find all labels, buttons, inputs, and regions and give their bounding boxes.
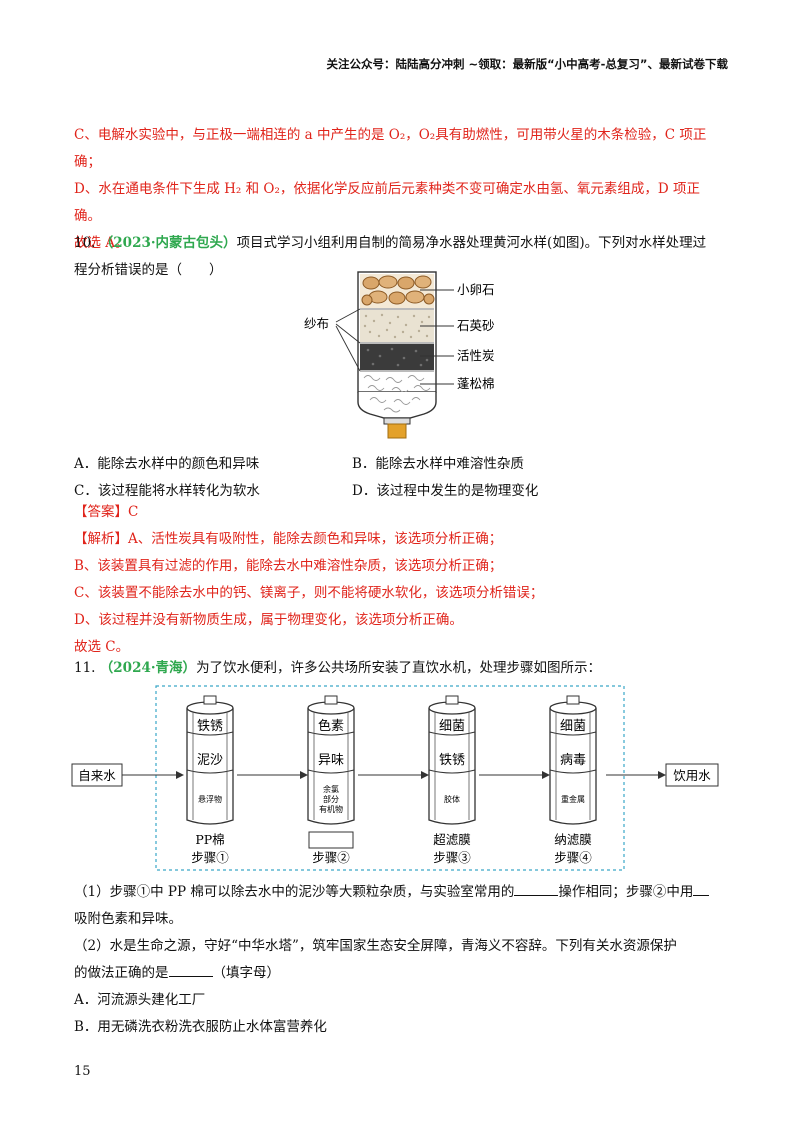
option-c: C．该过程能将水样转化为软水	[74, 483, 260, 499]
label-activated-carbon: 活性炭	[457, 348, 495, 363]
step-label: 步骤②	[312, 850, 350, 865]
cartridge-mid-label: 病毒	[560, 753, 586, 768]
question-10-stem: 10. （2023·内蒙古包头）项目式学习小组利用自制的简易净水器处理黄河水样(…	[74, 230, 734, 284]
question-stem: 为了饮水便利，许多公共场所安装了直饮水机，处理步骤如图所示：	[196, 660, 602, 676]
cartridge-bottom-label: 悬浮物	[198, 794, 222, 804]
analysis-d: D、该过程并没有新物质生成，属于物理变化，该选项分析正确。	[74, 612, 463, 628]
answer-blank-3[interactable]	[168, 963, 213, 977]
label-gauze: 纱布	[304, 316, 329, 331]
page-number: 15	[74, 1064, 91, 1079]
water-purifier-figure: 纱布 小卵石 石英砂 活性炭 蓬松棉	[304, 271, 495, 439]
question-10-analysis: 【答案】C 【解析】A、活性炭具有吸附性，能除去颜色和异味，该选项分析正确； B…	[74, 499, 734, 661]
option-a: A．能除去水样中的颜色和异味	[74, 456, 260, 472]
sub2-part-c: （填字母）	[212, 965, 281, 981]
analysis-tag: 【解析】	[74, 531, 128, 547]
sub1-part-b: 操作相同；步骤②中用	[558, 884, 694, 900]
step-label: 步骤④	[554, 850, 592, 865]
analysis-d-line1: D、水在通电条件下生成 H₂ 和 O₂，依据化学反应前后元素种类不变可确定水由氢…	[74, 181, 700, 197]
activated-carbon-layer	[360, 344, 434, 370]
question-stem-line2: 程分析错误的是（ ）	[74, 262, 223, 278]
page-header: 关注公众号：陆陆高分冲刺 ~领取：最新版“小中高考-总复习”、最新试卷下载	[326, 57, 728, 71]
cartridge-mid-label: 铁锈	[439, 753, 465, 768]
cartridge-top-label: 细菌	[560, 719, 586, 734]
sub2-option-a: A．河流源头建化工厂	[74, 992, 206, 1008]
analysis-c-line2: 确；	[74, 154, 101, 170]
option-d: D．该过程中发生的是物理变化	[352, 483, 539, 499]
cartridge-mid-label: 泥沙	[197, 753, 223, 768]
cotton-layer	[363, 375, 431, 393]
cartridge-bottom-label: 余氯	[323, 784, 339, 794]
question-source: （2023·内蒙古包头）	[99, 235, 237, 251]
analysis-b: B、该装置具有过滤的作用，能除去水中难溶性杂质，该选项分析正确；	[74, 558, 503, 574]
option-b: B．能除去水样中难溶性杂质	[352, 456, 524, 472]
answer-blank-1[interactable]	[514, 882, 559, 896]
question-number: 10.	[74, 235, 96, 251]
outlet-valve	[387, 423, 407, 439]
step-label: 步骤③	[433, 850, 471, 865]
analysis-a: A、活性炭具有吸附性，能除去颜色和异味，该选项分析正确；	[128, 531, 503, 547]
question-stem-line1: 项目式学习小组利用自制的简易净水器处理黄河水样(如图)。下列对水样处理过	[236, 235, 707, 251]
sub2-part-b: 的做法正确的是	[74, 965, 169, 981]
cartridge-mid-label: 异味	[318, 753, 344, 768]
label-quartz-sand: 石英砂	[457, 318, 495, 333]
label-pebbles: 小卵石	[457, 282, 495, 297]
sub1-part-c: 吸附色素和异味。	[74, 911, 182, 927]
cartridge-name: 纳滤膜	[554, 832, 592, 847]
cartridge-top-label: 色素	[318, 718, 344, 734]
flow-arrowhead	[421, 771, 429, 779]
output-label: 饮用水	[673, 768, 711, 783]
pebble-layer	[360, 274, 435, 308]
conclusion: 故选 A。	[74, 235, 129, 251]
cartridge-name: PP棉	[195, 832, 224, 847]
question-11-stem: 11. （2024·青海）为了饮水便利，许多公共场所安装了直饮水机，处理步骤如图…	[74, 655, 734, 682]
flow-arrowhead	[542, 771, 550, 779]
conclusion: 故选 C。	[74, 639, 130, 655]
sub2-part-a: （2）水是生命之源，守好“中华水塔”，筑牢国家生态安全屏障，青海义不容辞。下列有…	[74, 938, 677, 954]
question-number: 11.	[74, 660, 96, 676]
sub1-part-a: （1）步骤①中 PP 棉可以除去水中的泥沙等大颗粒杂质，与实验室常用的	[74, 884, 515, 900]
cartridge-name: 超滤膜	[433, 832, 471, 847]
purification-flow-figure: 自来水 饮用水 铁锈泥沙悬浮物PP棉步骤①色素异味余氯部分有机物步骤②细菌铁锈胶…	[71, 685, 719, 871]
cartridge-top-label: 铁锈	[197, 719, 223, 734]
analysis-d-line2: 确。	[74, 208, 101, 224]
cartridge-top-label: 细菌	[439, 719, 465, 734]
cartridge-bottom-label: 有机物	[319, 804, 343, 814]
step-label: 步骤①	[191, 850, 229, 865]
answer-box	[308, 831, 354, 849]
previous-analysis: C、电解水实验中，与正极一端相连的 a 中产生的是 O₂，O₂具有助燃性，可用带…	[74, 122, 734, 257]
answer: 【答案】C	[74, 504, 139, 520]
question-source: （2024·青海）	[99, 660, 197, 676]
answer-blank-2[interactable]	[693, 882, 710, 896]
cartridge-bottom-label: 胶体	[444, 794, 460, 804]
analysis-c: C、该装置不能除去水中的钙、镁离子，则不能将硬水软化，该选项分析错误；	[74, 585, 544, 601]
flow-arrowhead	[300, 771, 308, 779]
label-cotton: 蓬松棉	[457, 376, 495, 391]
question-11-subquestions: （1）步骤①中 PP 棉可以除去水中的泥沙等大颗粒杂质，与实验室常用的 操作相同；…	[74, 879, 734, 1041]
cartridge-bottom-label: 部分	[323, 794, 339, 804]
sub2-option-b: B．用无磷洗衣粉洗衣服防止水体富营养化	[74, 1019, 327, 1035]
output-box	[665, 763, 719, 787]
cartridge-bottom-label: 重金属	[561, 794, 585, 804]
input-label: 自来水	[78, 768, 116, 783]
analysis-c-line1: C、电解水实验中，与正极一端相连的 a 中产生的是 O₂，O₂具有助燃性，可用带…	[74, 127, 707, 143]
